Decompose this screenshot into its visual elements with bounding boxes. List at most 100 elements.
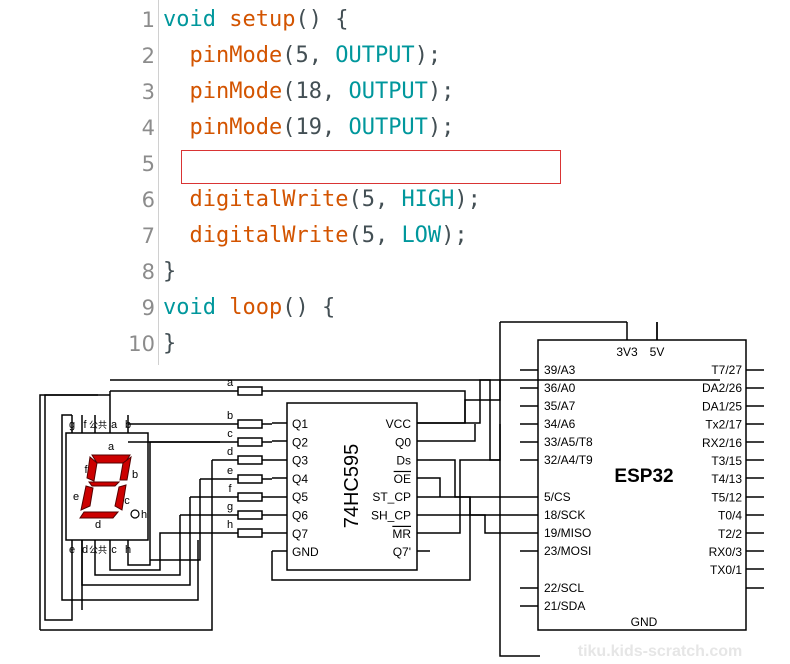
esp32-left-pin: 21/SDA [544,599,585,613]
ic-left-pin: Q6 [292,509,308,523]
seg-label-b: b [132,469,138,481]
code-line: 6 digitalWrite(5, HIGH); [0,182,600,218]
resistor-label: c [227,428,233,440]
segment-h-dot [130,509,140,519]
esp32-right-pin: DA1/25 [702,399,742,413]
seven-seg-body [65,432,149,541]
ic-left-pin: Q4 [292,472,308,486]
seven-seg-top-pin: 公共 [89,420,107,430]
blank-line-highlight [181,150,561,184]
seg-label-g: g [101,469,107,481]
segment-c [114,484,127,511]
esp32-pin-gnd: GND [631,615,658,629]
code-text: } [163,331,177,356]
resistor-label: a [227,377,234,389]
esp32-right-pin: T3/15 [711,454,742,468]
code-line: 8} [0,254,600,290]
code-text: digitalWrite(5, HIGH); [189,187,481,212]
esp32-right-pin: RX2/16 [702,436,742,450]
line-number: 5 [141,152,155,176]
seg-label-f: f [84,464,88,476]
line-number: 10 [128,332,155,356]
seven-seg-top-pin: a [111,419,118,431]
resistor-label: h [227,519,233,531]
seven-seg-bottom-pin: h [125,544,131,556]
ic-left-pin: Q3 [292,454,308,468]
gutter-divider [158,0,159,365]
ic-right-pin: OE [394,472,411,486]
esp32-right-pin: RX0/3 [709,545,743,559]
esp32-pin-5v: 5V [650,345,665,359]
line-number: 2 [141,44,155,68]
resistor-label: g [227,501,233,513]
ic-right-pin: VCC [386,417,412,431]
ic-right-pin: Q7' [393,545,411,559]
esp32-right-pin: DA2/26 [702,381,742,395]
line-number: 7 [141,224,155,248]
esp32-left-pin: 18/SCK [544,508,585,522]
line-number: 1 [141,8,155,32]
seven-seg-bottom-pin: e [69,544,75,556]
line-number: 3 [141,80,155,104]
seven-seg-top-pin: g [69,419,75,431]
seven-seg-bottom-pin: 公共 [89,545,107,555]
code-line: 10} [0,326,600,362]
resistor-label: b [227,410,233,422]
ic-right-pin: SH_CP [371,509,411,523]
esp32-left-pin: 5/CS [544,490,571,504]
resistor-label: e [227,465,233,477]
code-text: void loop() { [163,295,336,320]
esp32-body [537,339,747,631]
ic-left-pin: Q5 [292,490,308,504]
code-line: 3 pinMode(18, OUTPUT); [0,74,600,110]
wires [39,321,764,657]
segment-g [88,481,121,487]
seven-seg-top-pin: f [83,419,87,431]
code-line: 4 pinMode(19, OUTPUT); [0,110,600,146]
esp32-right-pin: T5/12 [711,490,742,504]
ic-left-pin: Q1 [292,417,308,431]
esp32-left-pin: 22/SCL [544,581,584,595]
ic-right-pin: ST_CP [372,490,411,504]
seg-label-e: e [73,491,79,503]
seven-seg-bottom-pin: d [82,544,88,556]
code-text: digitalWrite(5, LOW); [189,223,468,248]
esp32-left-pin: 19/MISO [544,526,591,540]
esp32-left-pin: 33/A5/T8 [544,435,593,449]
code-text: void setup() { [163,7,349,32]
esp32-left-pin: 35/A7 [544,399,576,413]
esp32-left-pin: 36/A0 [544,381,576,395]
code-line: 5 [0,146,600,182]
ic-right-pin: Q0 [395,435,411,449]
code-line: 1 void setup() { [0,2,600,38]
segment-b [119,455,132,481]
esp32-right-pin: Tx2/17 [705,418,742,432]
code-text: } [163,259,177,284]
seven-seg-digit [79,454,132,519]
esp32-right-pin: TX0/1 [710,563,742,577]
line-number: 9 [141,296,155,320]
line-number: 6 [141,188,155,212]
watermark: tiku.kids-scratch.com [578,643,743,660]
esp32-right-pin: T4/13 [711,472,742,486]
segment-d [79,511,120,519]
esp32-pin-3v3: 3V3 [616,345,638,359]
resistor-label: f [228,483,232,495]
esp32-right-pin: T7/27 [711,363,742,377]
segment-e [80,485,94,511]
ic-right-pin: MR [392,527,411,541]
seven-seg-top-pin: b [125,419,131,431]
ic-left-pin: GND [292,545,319,559]
resistor-label: d [227,446,233,458]
code-text: pinMode(18, OUTPUT); [189,79,455,104]
seg-label-a: a [108,441,115,453]
esp32-left-pin: 34/A6 [544,417,576,431]
ic-right-pin: Ds [396,454,411,468]
code-line: 7 digitalWrite(5, LOW); [0,218,600,254]
ic-left-pin: Q2 [292,435,308,449]
segment-f [86,456,98,482]
esp32-left-pin: 32/A4/T9 [544,453,593,467]
ic-name: 74HC595 [341,444,363,529]
